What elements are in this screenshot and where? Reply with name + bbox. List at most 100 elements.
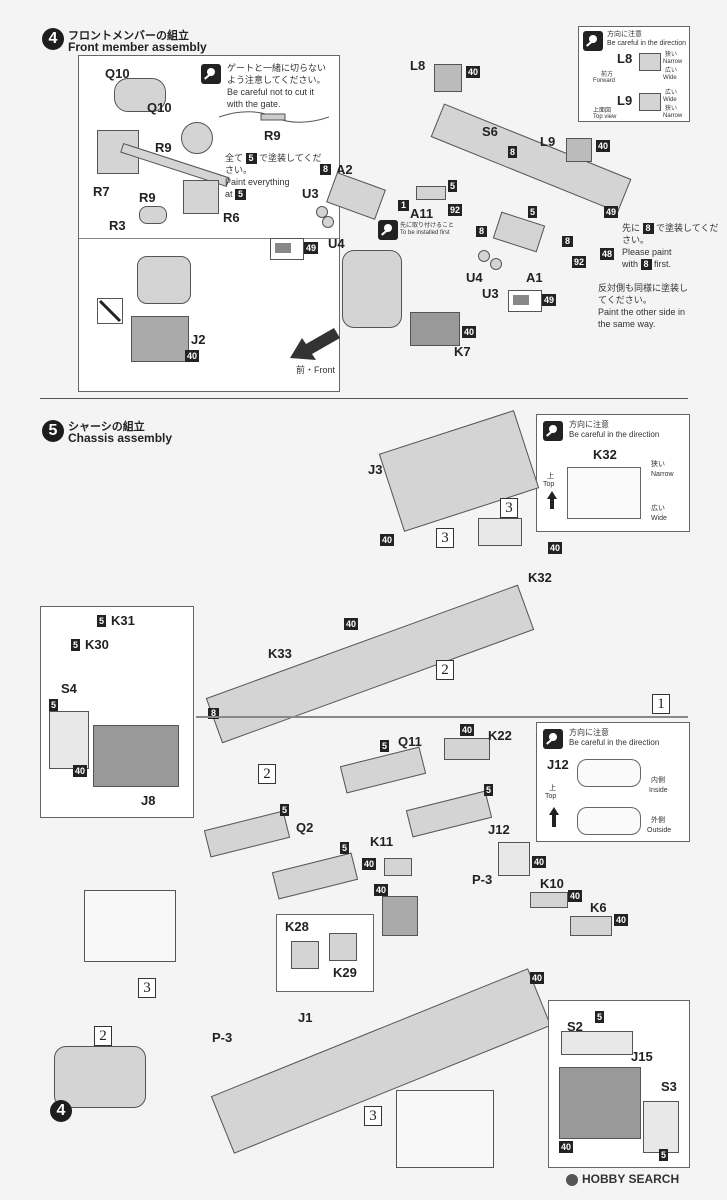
j12-direction-box: 方向に注意 Be careful in the direction J12 上 … — [536, 722, 690, 842]
color-swatch-49-b — [508, 290, 542, 312]
part-num-j2: 40 — [185, 350, 200, 362]
paint-first-num: 8 — [642, 223, 654, 234]
part-l8-drawing — [434, 64, 462, 92]
k32-caution-icon — [543, 421, 563, 441]
label-r9-b: R9 — [139, 190, 156, 205]
narrow-en-a: Narrow — [663, 59, 683, 65]
substep-2-a: 2 — [436, 660, 454, 680]
j12-inside-jp: 内側 — [651, 777, 665, 784]
paint-note-jp1: 全て — [225, 153, 244, 163]
j12-top-jp: 上 — [549, 785, 556, 792]
paint-note-en2: at — [225, 189, 233, 199]
label-a11: A11 — [410, 206, 434, 221]
part-q2-drawing-a — [203, 810, 291, 858]
top-view-en: Top view — [593, 114, 617, 120]
num-8-k33: 8 — [208, 708, 219, 719]
label-k28: K28 — [285, 919, 309, 934]
part-j2-drawing — [131, 316, 189, 362]
j12-outside-jp: 外側 — [651, 817, 665, 824]
step4-number: 4 — [42, 28, 64, 50]
num-40-j8: 40 — [73, 765, 88, 777]
part-l9-drawing — [566, 138, 592, 162]
label-j15: J15 — [631, 1049, 653, 1064]
other-side-jp: 反対側も同様に塗装してください。 — [598, 283, 689, 305]
step4-title-en: Front member assembly — [68, 40, 207, 54]
forward-jp: 前方 — [601, 72, 614, 78]
j12-top-en: Top — [545, 793, 557, 800]
label-k6: K6 — [590, 900, 607, 915]
watermark-text: HOBBY SEARCH — [582, 1172, 680, 1186]
substep-3-c: 3 — [138, 978, 156, 998]
first-caution-icon — [378, 220, 398, 240]
paint-note-jp2: で塗装してください。 — [225, 153, 322, 175]
part-rear-block-drawing — [396, 1090, 494, 1168]
num-8-a2: 8 — [320, 164, 331, 175]
part-q2-drawing-b — [271, 852, 359, 900]
paint-note: 全て 5 で塗装してください。 Paint everything at 5 — [225, 152, 325, 200]
front-arrow-svg — [290, 328, 340, 360]
part-q10-drawing — [114, 78, 166, 112]
label-r7: R7 — [93, 184, 110, 199]
j12-up-arrow-icon — [549, 807, 559, 827]
num-5-a1: 5 — [528, 206, 538, 218]
substep-1-frame — [196, 716, 688, 718]
wide-en-a: Wide — [663, 75, 677, 81]
num-40-bracket: 40 — [374, 884, 389, 896]
label-k31: K31 — [111, 613, 135, 628]
narrow-jp-a: 狭い — [665, 52, 678, 58]
substep-3-a: 3 — [500, 498, 518, 518]
part-u3-drawing-a — [316, 206, 328, 218]
part-j8-drawing — [93, 725, 179, 787]
wide-jp-a: 広い — [665, 68, 678, 74]
forward-en: Forward — [593, 78, 616, 84]
substep-3-b: 3 — [436, 528, 454, 548]
label-q11: Q11 — [398, 734, 422, 749]
part-s3-drawing — [643, 1101, 679, 1153]
part-k22-drawing — [444, 738, 490, 760]
substep-2-c: 2 — [94, 1026, 112, 1046]
paint-first-en2: with — [622, 259, 639, 269]
step4-detail-panel: Q10 Q10 ゲートと一緒に切らないよう注意してください。 Be carefu… — [78, 55, 340, 392]
label-k7: K7 — [454, 344, 471, 359]
num-92-a11: 92 — [448, 204, 463, 216]
j12-part-label: J12 — [547, 757, 569, 772]
first-note-jp: 先に取り付けること — [400, 223, 455, 229]
top-view-jp: 上面図 — [593, 108, 612, 114]
num-k32: 40 — [548, 542, 563, 554]
part-r6-drawing — [183, 180, 219, 214]
part-u4-drawing-a — [322, 216, 334, 228]
num-l9: 40 — [596, 140, 611, 152]
part-k29-drawing — [329, 933, 357, 961]
num-40-k11: 40 — [362, 858, 377, 870]
label-j1: J1 — [298, 1010, 313, 1025]
num-8-right: 8 — [562, 236, 573, 247]
label-q10-b: Q10 — [147, 100, 172, 115]
paint-first-note: 先に 8 で塗装してください。 Please paint with 8 firs… — [622, 222, 722, 270]
l8-top-drawing — [639, 53, 661, 71]
paint-first-en3: first. — [654, 259, 672, 269]
k32-top-jp: 上 — [547, 473, 554, 480]
label-k29: K29 — [333, 965, 357, 980]
step4-section: 4 フロントメンバーの組立 Front member assembly — [36, 18, 692, 393]
gate-note-jp: ゲートと一緒に切らないよう注意してください。 — [227, 63, 327, 85]
part-q11-drawing-a — [339, 746, 427, 794]
k32-direction-box: 方向に注意 Be careful in the direction K32 上 … — [536, 414, 690, 532]
k32-wide-jp: 広い — [651, 505, 665, 512]
num-40-j1: 40 — [530, 972, 545, 984]
num-5-s4: 5 — [49, 699, 59, 711]
part-k6-drawing — [570, 916, 612, 936]
label-s6: S6 — [482, 124, 498, 139]
num-5-k30: 5 — [71, 639, 81, 651]
j15-detail-panel: S2 5 J15 S3 40 5 — [548, 1000, 690, 1168]
label-l9: L9 — [540, 134, 556, 149]
part-bracket-drawing — [382, 896, 418, 936]
num-s6-paint: 8 — [508, 146, 518, 158]
label-u4-b: U4 — [466, 270, 483, 285]
narrow-jp-b: 狭い — [665, 106, 678, 112]
label-k30: K30 — [85, 637, 109, 652]
k32-top-en: Top — [543, 481, 555, 488]
k32-wide-en: Wide — [651, 515, 667, 522]
num-k33: 40 — [344, 618, 359, 630]
substep-1: 1 — [652, 694, 670, 714]
label-s4: S4 — [61, 681, 77, 696]
